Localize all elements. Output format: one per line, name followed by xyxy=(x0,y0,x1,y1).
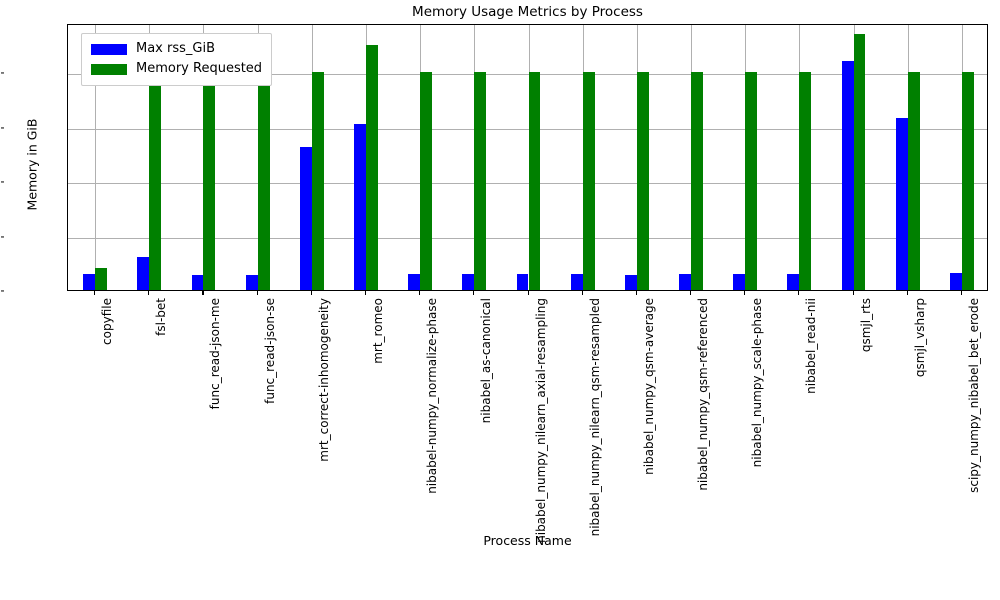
x-tick-mark xyxy=(581,291,583,295)
x-tick-label: nibabel_numpy_nilearn_qsm-resampled xyxy=(587,298,602,537)
x-tick-label: func_read-json-se xyxy=(262,298,277,404)
bar xyxy=(462,274,475,290)
y-tick-mark xyxy=(0,72,4,74)
gridline-horizontal xyxy=(68,237,987,239)
bar xyxy=(799,72,812,290)
x-tick-mark xyxy=(906,291,908,295)
bar xyxy=(907,72,920,290)
bar xyxy=(516,274,529,290)
x-tick-mark xyxy=(94,291,96,295)
gridline-vertical xyxy=(95,25,97,290)
x-tick-label: qsmjl_vsharp xyxy=(912,298,927,378)
bar xyxy=(745,72,758,290)
legend-label-max-rss: Max rss_GiB xyxy=(136,41,216,56)
x-tick-mark xyxy=(202,291,204,295)
bar xyxy=(679,273,692,290)
x-tick-mark xyxy=(148,291,150,295)
legend-swatch-icon-memory-requested xyxy=(91,63,127,75)
x-tick-label: func_read-json-me xyxy=(208,298,223,410)
bar xyxy=(137,257,150,290)
x-tick-label: nibabel_numpy_qsm-average xyxy=(641,298,656,475)
legend-item-memory-requested: Memory Requested xyxy=(91,59,262,79)
x-tick-mark xyxy=(527,291,529,295)
bar xyxy=(961,72,974,290)
bar xyxy=(257,72,270,290)
y-tick-mark xyxy=(0,290,4,292)
bar xyxy=(311,72,324,290)
bar xyxy=(420,72,433,290)
bar xyxy=(203,72,216,290)
x-tick-label: qsmjl_rts xyxy=(858,298,873,353)
bar xyxy=(787,274,800,290)
bar xyxy=(733,273,746,290)
x-tick-label: nibabel_numpy_qsm-referenced xyxy=(696,298,711,491)
x-tick-label: scipy_numpy_nibabel_bet_erode xyxy=(966,298,981,493)
x-tick-mark xyxy=(960,291,962,295)
x-tick-label: nibabel-numpy_normalize-phase xyxy=(425,298,440,494)
bar xyxy=(299,147,312,290)
gridline-horizontal xyxy=(68,183,987,185)
x-tick-mark xyxy=(473,291,475,295)
x-tick-mark xyxy=(419,291,421,295)
x-tick-label: mrt_romeo xyxy=(370,298,385,364)
bar xyxy=(365,44,378,290)
bar xyxy=(624,275,637,290)
plot-area: Max rss_GiB Memory Requested xyxy=(67,24,988,291)
y-tick-mark xyxy=(0,235,4,238)
legend-label-memory-requested: Memory Requested xyxy=(136,61,263,76)
x-tick-mark xyxy=(310,291,312,295)
bar xyxy=(474,72,487,290)
bar xyxy=(895,117,908,290)
x-tick-label: fsl-bet xyxy=(154,298,169,336)
x-tick-label: nibabel_as-canonical xyxy=(479,298,494,424)
bar xyxy=(636,72,649,290)
x-tick-label: mrt_correct-inhomogeneity xyxy=(316,298,331,462)
bar xyxy=(354,124,366,290)
y-axis-label: Memory in GiB xyxy=(24,118,40,211)
bar xyxy=(149,72,162,290)
gridline-horizontal xyxy=(68,128,987,130)
x-tick-label: nibabel_read-nii xyxy=(804,298,819,394)
bar xyxy=(853,33,866,290)
bar xyxy=(949,272,962,290)
x-tick-mark xyxy=(364,291,367,295)
x-tick-label: copyfile xyxy=(100,298,115,345)
bar xyxy=(691,72,703,290)
x-tick-label: nibabel_numpy_scale-phase xyxy=(750,298,765,468)
chart-title: Memory Usage Metrics by Process xyxy=(412,4,643,20)
legend-item-max-rss: Max rss_GiB xyxy=(91,39,262,59)
y-tick-mark xyxy=(0,126,4,129)
bar xyxy=(83,273,96,290)
bar xyxy=(95,268,107,290)
y-axis: Memory in GiB 0.00.51.01.52.0 xyxy=(0,24,67,292)
x-tick-mark xyxy=(744,291,746,295)
x-axis-label: Process Name xyxy=(483,533,572,548)
y-tick-mark xyxy=(0,181,4,183)
gridline-horizontal xyxy=(68,74,987,76)
bar xyxy=(841,61,854,290)
bar xyxy=(408,273,421,290)
x-tick-mark xyxy=(256,291,258,295)
bar xyxy=(570,274,583,290)
legend-swatch-icon-max-rss xyxy=(91,43,127,55)
bar-group-container xyxy=(68,25,987,290)
bar xyxy=(191,275,204,290)
bar xyxy=(245,275,258,290)
x-tick-mark xyxy=(635,291,637,295)
x-tick-mark xyxy=(852,291,854,295)
bar xyxy=(582,72,595,290)
chart-legend[interactable]: Max rss_GiB Memory Requested xyxy=(81,33,273,86)
bar xyxy=(528,72,541,290)
x-tick-mark xyxy=(690,291,692,295)
x-tick-mark xyxy=(798,291,800,295)
x-tick-label: nibabel_numpy_nilearn_axial-resampling xyxy=(533,298,548,543)
